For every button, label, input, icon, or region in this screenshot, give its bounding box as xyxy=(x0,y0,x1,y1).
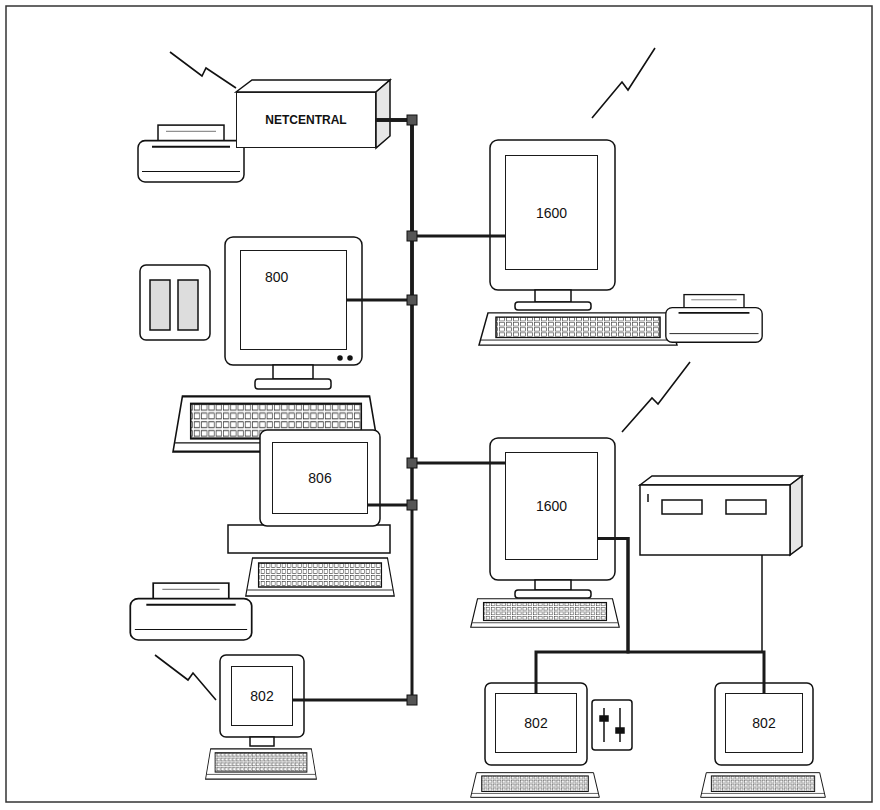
node-label: 1600 xyxy=(536,205,567,221)
monitor-screen: 802 xyxy=(725,693,803,753)
netcentral-station xyxy=(138,80,390,182)
node-label: 802 xyxy=(524,715,547,731)
node-label: NETCENTRAL xyxy=(265,113,346,127)
network-cable xyxy=(376,120,505,463)
monitor-screen: 802 xyxy=(495,693,577,753)
netcentral-box: NETCENTRAL xyxy=(236,92,376,148)
node-label: 806 xyxy=(308,470,331,486)
workstation-800 xyxy=(140,237,379,452)
terminal-802 xyxy=(206,655,317,779)
monitor-screen: 802 xyxy=(231,666,293,726)
terminals-802 xyxy=(471,683,826,797)
monitor-screen: 1600 xyxy=(505,155,598,270)
node-label: 802 xyxy=(250,688,273,704)
network-cable xyxy=(368,120,412,505)
monitor-screen: 800 xyxy=(240,250,347,350)
monitor-screen: 806 xyxy=(272,442,368,514)
network-cable xyxy=(536,538,628,693)
network-cable xyxy=(293,120,412,700)
node-label: 802 xyxy=(752,715,775,731)
monitor-screen: 1600 xyxy=(505,452,598,560)
frame xyxy=(6,6,872,802)
node-label: 800 xyxy=(265,269,288,285)
node-label: 1600 xyxy=(536,498,567,514)
network-cable xyxy=(598,538,764,693)
network-cable xyxy=(376,120,505,236)
workstation-1600 xyxy=(479,140,762,345)
workstation-1600-server xyxy=(471,438,802,652)
workstation-806 xyxy=(130,430,394,640)
